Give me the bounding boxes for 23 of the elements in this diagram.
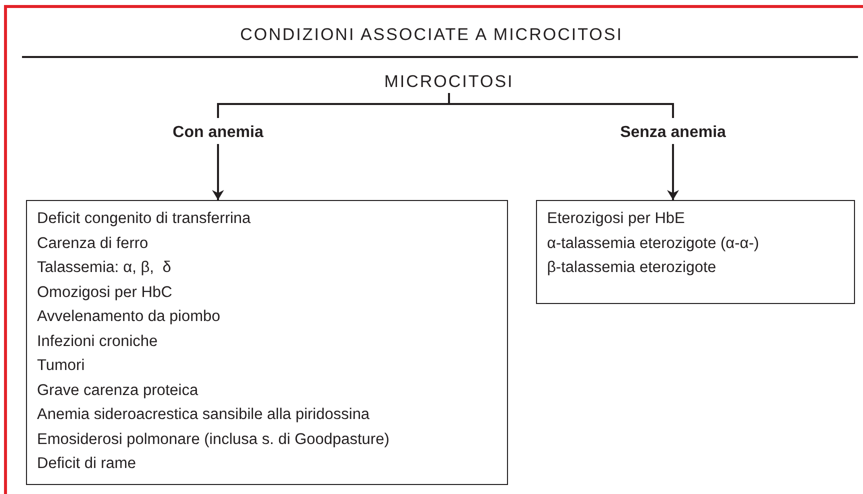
list-item: Deficit di rame	[37, 454, 138, 474]
list-item: Anemia sideroacrestica sansibile alla piridossina	[37, 405, 371, 425]
title: CONDIZIONI ASSOCIATE A MICROCITOSI	[239, 24, 624, 46]
list-item: Infezioni croniche	[37, 332, 159, 352]
list-item: Eterozigosi per HbE	[547, 209, 686, 229]
list-item: Grave carenza proteica	[37, 380, 200, 400]
list-item: Avvelenamento da piombo	[37, 307, 222, 327]
list-item: Talassemia: α, β, δ	[37, 258, 172, 278]
list-item: Carenza di ferro	[37, 234, 150, 254]
list-box	[26, 200, 508, 485]
list-item: Deficit congenito di transferrina	[37, 209, 252, 229]
list-item: Omozigosi per HbC	[37, 282, 174, 302]
arrow	[212, 144, 224, 200]
arrow	[667, 144, 679, 200]
list-item: α-talassemia eterozigote (α-α-)	[547, 234, 760, 254]
branch-label: Con anemia	[156, 118, 280, 144]
list-item: Tumori	[37, 356, 86, 376]
branch-label: Senza anemia	[602, 118, 744, 144]
list-box	[536, 200, 855, 304]
list-item: β-talassemia eterozigote	[547, 258, 718, 278]
connector-line	[448, 93, 674, 118]
list-item: Emosiderosi polmonare (inclusa s. di Goodpasture)	[37, 430, 390, 450]
root-label: MICROCITOSI	[385, 70, 513, 93]
